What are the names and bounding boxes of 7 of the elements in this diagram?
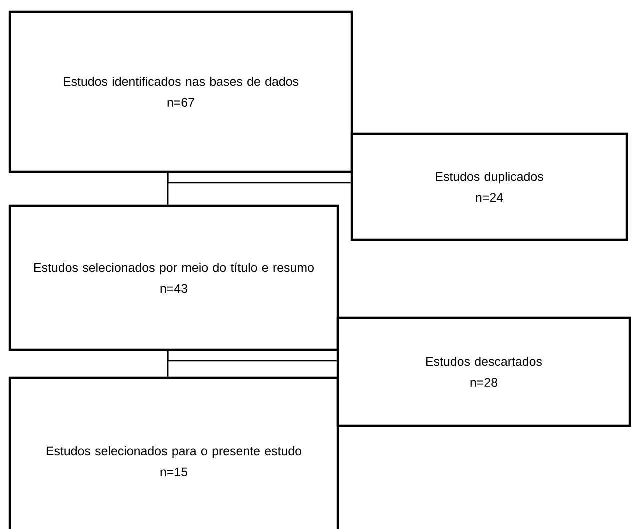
connector-line — [167, 172, 351, 184]
process-box: Estudos identificados nas bases de dados n=67 — [8, 10, 354, 174]
connector-line — [167, 350, 337, 362]
process-box: Estudos descartados n=28 — [336, 316, 632, 428]
process-box: Estudos duplicados n=24 — [350, 132, 628, 242]
process-box: Estudos selecionados para o presente estudo n=15 — [8, 376, 340, 529]
process-box: Estudos selecionados por meio do título e resumo n=43 — [8, 204, 340, 352]
